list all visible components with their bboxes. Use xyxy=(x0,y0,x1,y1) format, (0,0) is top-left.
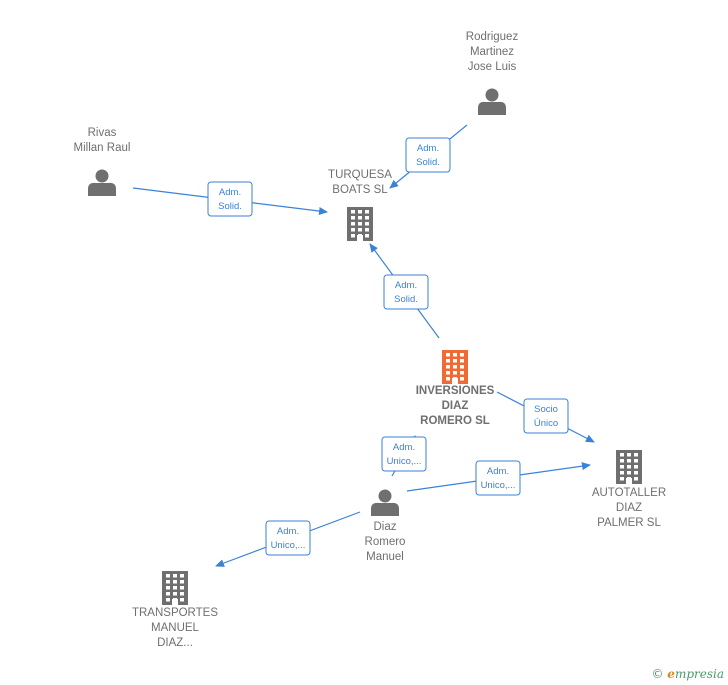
edge-label-box[interactable] xyxy=(383,274,429,310)
node-label: MANUEL xyxy=(151,622,200,634)
node-autotaller[interactable]: AUTOTALLER DIAZ PALMER SL xyxy=(592,450,666,529)
person-icon xyxy=(88,169,116,196)
edge-rivas-turquesa: Adm. Solid. xyxy=(132,181,328,217)
node-label: DIAZ xyxy=(616,502,642,514)
node-label: Rodriguez xyxy=(466,31,519,43)
node-label: TRANSPORTES xyxy=(132,607,218,619)
edge-label-box[interactable] xyxy=(405,137,451,173)
building-icon xyxy=(162,571,188,605)
building-icon xyxy=(347,207,373,241)
edge-label-text: Unico,... xyxy=(271,540,306,551)
edge-label-text: Adm. xyxy=(277,526,299,537)
node-label: Manuel xyxy=(366,551,404,563)
edge-label-text: Solid. xyxy=(218,201,242,212)
person-icon xyxy=(371,489,399,516)
node-label: PALMER SL xyxy=(597,517,661,529)
node-label: TURQUESA xyxy=(328,169,392,181)
node-inversiones[interactable]: INVERSIONES DIAZ ROMERO SL xyxy=(416,350,495,427)
edge-label-text: Adm. xyxy=(417,143,439,154)
node-label: Jose Luis xyxy=(468,61,517,73)
building-icon xyxy=(442,350,468,384)
edge-inversiones-turquesa: Adm. Solid. xyxy=(369,243,440,339)
node-label: Rivas xyxy=(88,127,117,139)
empresia-logo: © empresia xyxy=(651,667,724,681)
edge-label-text: Adm. xyxy=(395,280,417,291)
edge-diaz-transportes: Adm. Unico,... xyxy=(215,511,361,567)
person-icon xyxy=(478,88,506,115)
edge-label-text: Adm. xyxy=(219,187,241,198)
edge-diaz-autotaller: Adm. Unico,... xyxy=(406,460,591,496)
edge-label-box[interactable] xyxy=(523,398,569,434)
node-label: DIAZ xyxy=(442,400,469,412)
edge-label-box[interactable] xyxy=(265,520,311,556)
edge-rodriguez-turquesa: Adm. Solid. xyxy=(389,124,468,189)
node-transportes[interactable]: TRANSPORTES MANUEL DIAZ... xyxy=(132,571,218,649)
node-label: BOATS SL xyxy=(332,184,388,196)
node-label: Romero xyxy=(365,536,406,548)
node-label: Martinez xyxy=(470,46,514,58)
edge-label-text: Unico,... xyxy=(481,480,516,491)
edge-label-text: Adm. xyxy=(393,442,415,453)
node-turquesa[interactable]: TURQUESA BOATS SL xyxy=(328,169,392,241)
edge-label-text: Unico,... xyxy=(387,456,422,467)
edge-label-text: Adm. xyxy=(487,466,509,477)
edge-label-box[interactable] xyxy=(381,436,427,472)
node-label: AUTOTALLER xyxy=(592,487,666,499)
node-label: DIAZ... xyxy=(157,637,193,649)
edge-label-text: Solid. xyxy=(416,157,440,168)
edge-label-text: Socio xyxy=(534,404,558,415)
node-label: INVERSIONES xyxy=(416,385,495,397)
edge-diaz-inversiones: Adm. Unico,... xyxy=(381,435,427,477)
edge-label-text: Solid. xyxy=(394,294,418,305)
edge-label-box[interactable] xyxy=(475,460,521,496)
edge-label-text: Único xyxy=(534,418,558,429)
building-icon xyxy=(616,450,642,484)
node-label: Millan Raul xyxy=(74,142,131,154)
edge-label-box[interactable] xyxy=(207,181,253,217)
node-label: Diaz xyxy=(373,521,396,533)
node-label: ROMERO SL xyxy=(420,415,490,427)
